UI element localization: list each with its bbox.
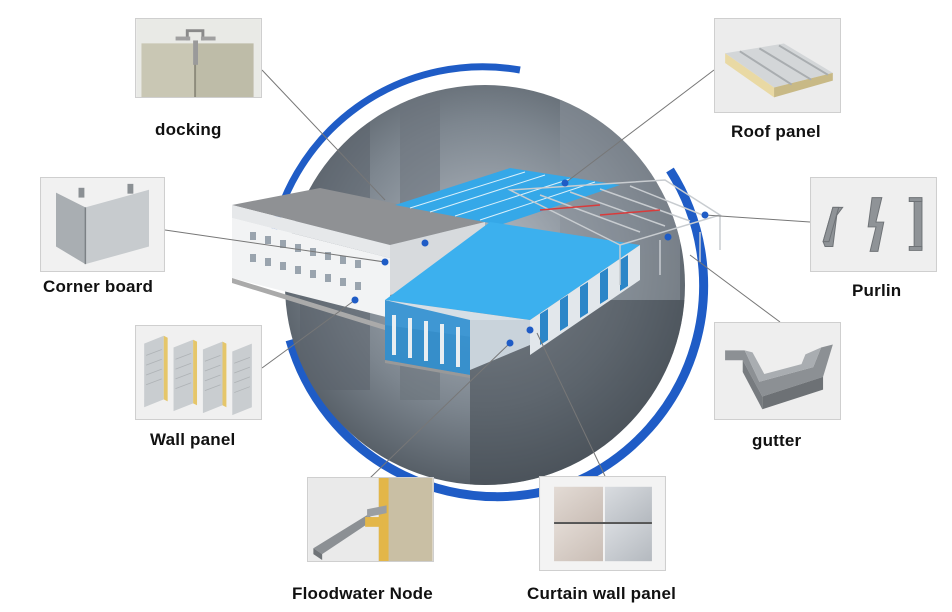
gutter-icon (715, 323, 840, 419)
corner-board-icon (41, 178, 164, 271)
floodwater-node-icon (308, 478, 433, 561)
curtain-wall-panel-icon (540, 477, 665, 570)
docking-joint-icon (136, 19, 261, 97)
roof-panel-thumbnail (714, 18, 841, 113)
docking-label: docking (155, 120, 222, 139)
purlin-thumbnail (810, 177, 937, 272)
corner-board-label: Corner board (43, 277, 154, 296)
purlin-label: Purlin (852, 281, 902, 300)
wall-panel-thumbnail (135, 325, 262, 420)
gutter-label: gutter (752, 431, 802, 450)
wall-panel-icon (136, 326, 261, 419)
corner-board-thumbnail (40, 177, 165, 272)
floodwater-node-thumbnail (307, 477, 434, 562)
purlin-icon (811, 178, 936, 271)
anchor-dots (351, 179, 709, 347)
docking-thumbnail (135, 18, 262, 98)
floodwater-node-label: Floodwater Node (292, 584, 433, 603)
curtain-wall-panel-thumbnail (539, 476, 666, 571)
roof-panel-icon (715, 19, 840, 112)
roof-panel-label: Roof panel (731, 122, 821, 141)
curtain-wall-panel-label: Curtain wall panel (527, 584, 677, 603)
gutter-thumbnail (714, 322, 841, 420)
wall-panel-label: Wall panel (150, 430, 236, 449)
building-model-icon (232, 168, 722, 378)
leader-lines (164, 69, 811, 479)
